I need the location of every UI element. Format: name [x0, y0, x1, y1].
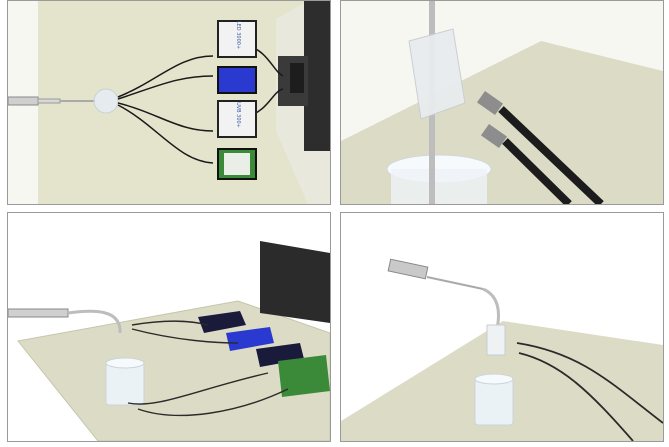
syringe-flow-cell-illustration [341, 213, 663, 441]
flow-cell-closeup-panel [340, 0, 664, 205]
uvb-module-label: UVB 300+ [235, 102, 241, 128]
top-view-illustration: LED 3000+ UVB 300+ [8, 1, 330, 204]
monitor-shape [304, 1, 330, 151]
monitor-shape [260, 241, 330, 323]
flow-cell-illustration [341, 1, 663, 204]
cables [127, 320, 289, 417]
fibers [516, 342, 663, 441]
uvb-module: UVB 300+ [217, 100, 257, 138]
top-view-panel: LED 3000+ UVB 300+ [7, 0, 331, 205]
syringe [387, 258, 500, 330]
blue-module [217, 66, 257, 94]
perspective-setup-panel [7, 212, 331, 442]
setup-perspective-illustration [8, 213, 330, 441]
modules [198, 311, 330, 397]
fiber-connectors [476, 90, 604, 204]
green-module [217, 148, 257, 180]
led-module-label: LED 3000+ [235, 21, 241, 49]
syringe-flow-cell-panel [340, 212, 664, 442]
flow-cell [486, 324, 506, 356]
cables [117, 45, 284, 164]
flow-cell [408, 28, 466, 120]
led-module: LED 3000+ [217, 20, 257, 58]
